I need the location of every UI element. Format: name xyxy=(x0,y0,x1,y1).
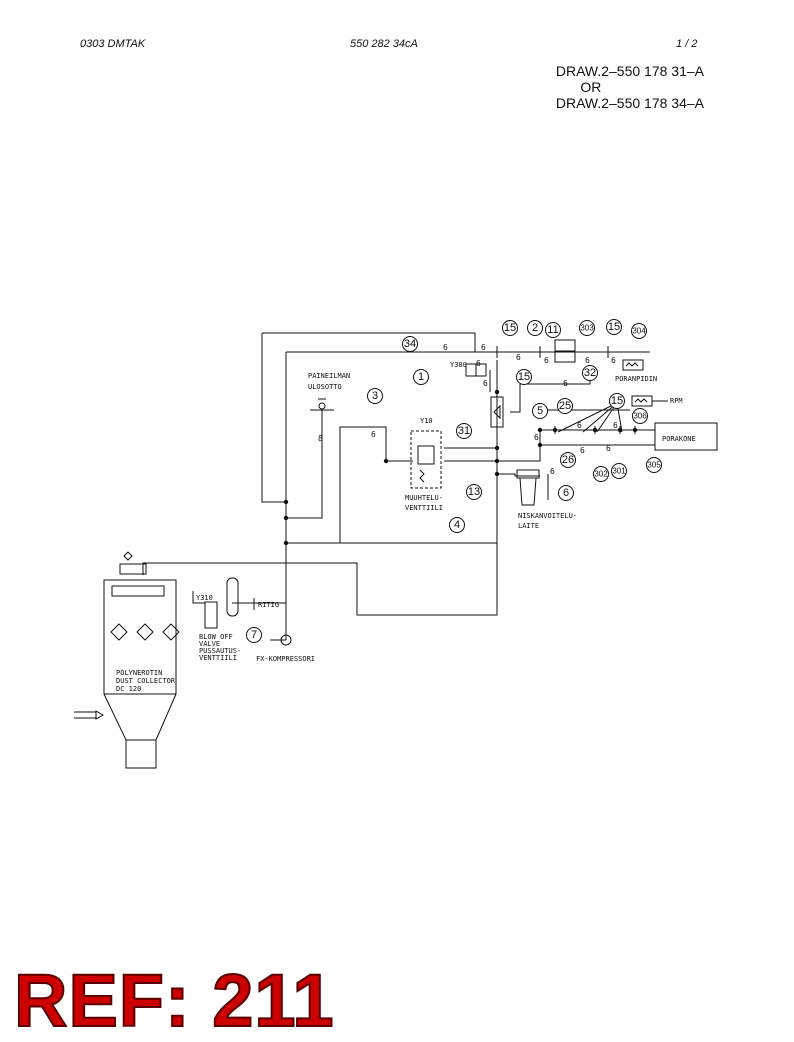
label-y10: Y10 xyxy=(420,417,433,425)
header-page-number: 1 / 2 xyxy=(676,38,698,50)
bubble-4: 4 xyxy=(454,519,460,531)
bubble-304: 304 xyxy=(632,327,646,336)
bubble-3: 3 xyxy=(372,390,378,402)
bubble-25: 25 xyxy=(559,400,571,412)
label-laite: LAITE xyxy=(518,522,539,530)
bubble-6: 6 xyxy=(563,487,569,499)
drawing-references: DRAW.2–550 178 31–A OR DRAW.2–550 178 34… xyxy=(556,63,704,111)
size-label: 6 xyxy=(613,421,618,430)
label-paineilman: PAINEILMAN xyxy=(308,372,350,380)
size-label: 6 xyxy=(483,379,488,388)
size-label: 6 xyxy=(481,343,486,352)
components xyxy=(74,339,718,769)
size-label: 6 xyxy=(544,356,549,365)
bubble-15c: 15 xyxy=(518,371,530,383)
y10-valve-icon xyxy=(410,430,442,489)
poranpidin-icon xyxy=(622,359,644,371)
bubble-13: 13 xyxy=(468,486,480,498)
label-rpm: RPM xyxy=(670,397,683,405)
outlet-icon xyxy=(318,402,326,410)
bubble-301: 301 xyxy=(612,467,626,476)
bubble-303: 303 xyxy=(580,324,594,333)
bubble-1: 1 xyxy=(418,371,424,383)
bubble-11: 11 xyxy=(547,324,558,336)
label-valve: VALVE xyxy=(199,640,220,648)
label-ritig: RITIG xyxy=(258,601,279,609)
dust-collector-icon xyxy=(103,579,177,695)
label-blow-off: BLOW OFF xyxy=(199,633,233,641)
lubricator-icon xyxy=(516,469,540,479)
bubble-305: 305 xyxy=(647,461,661,470)
bubble-15a: 15 xyxy=(504,322,516,334)
header-doc-code: 0303 DMTAK xyxy=(80,38,146,50)
bubble-2: 2 xyxy=(532,322,538,334)
component-labels: PAINEILMAN ULOSOTTO Y380 Y10 MUUHTELU- V… xyxy=(116,361,696,693)
blow-off-valve-icon xyxy=(204,601,218,629)
label-poranpidin: PORANPIDIN xyxy=(615,375,657,383)
bubble-26: 26 xyxy=(562,454,574,466)
size-label: 6 xyxy=(611,356,616,365)
rpm-sensor-icon xyxy=(631,395,653,407)
label-venttiili: VENTTIILI xyxy=(405,504,443,512)
size-label: 6 xyxy=(516,353,521,362)
label-venttiili-2: VENTTIILI xyxy=(199,654,237,662)
label-pussautus: PUSSAUTUS- xyxy=(199,647,241,655)
bubble-5: 5 xyxy=(537,405,543,417)
size-label: 6 xyxy=(534,433,539,442)
junction-dots xyxy=(283,389,638,546)
size-label: 6 xyxy=(476,359,481,368)
size-label: 6 xyxy=(585,356,590,365)
label-y380: Y380 xyxy=(450,361,467,369)
size-label: 6 xyxy=(577,421,582,430)
bubble-31: 31 xyxy=(458,425,470,437)
shuttle-valve-icon xyxy=(490,396,504,428)
bubble-15d: 15 xyxy=(611,395,623,407)
ref-number-label: REF: 211 xyxy=(13,959,335,1042)
label-porakone: PORAKONE xyxy=(662,435,696,443)
label-y310: Y310 xyxy=(196,594,213,602)
bubble-numbers: 34 1 3 15 2 11 303 15 304 15 32 31 13 5 … xyxy=(251,321,661,641)
porakone-box xyxy=(654,422,718,451)
drawing-ref-or: OR xyxy=(580,79,602,95)
bubble-32: 32 xyxy=(584,367,596,379)
callout-bubbles xyxy=(246,319,662,643)
drawing-ref-1: DRAW.2–550 178 31–A xyxy=(555,63,704,79)
size-label: 6 xyxy=(580,446,585,455)
compressor-icon xyxy=(280,634,292,646)
size-label: 6 xyxy=(606,444,611,453)
drawing-ref-2: DRAW.2–550 178 34–A xyxy=(555,95,704,111)
bubble-15b: 15 xyxy=(608,321,620,333)
label-niskanvoitelu: NISKANVOITELU- xyxy=(518,512,577,520)
line-size-labels: 6 6 6 6 6 6 6 6 6 6 6 6 6 6 6 6 8 xyxy=(318,343,618,476)
size-label: 6 xyxy=(371,430,376,439)
label-dc120: DC 120 xyxy=(116,685,141,693)
label-ulosotto: ULOSOTTO xyxy=(308,383,342,391)
label-muuhtelu: MUUHTELU- xyxy=(405,494,443,502)
size-label: 6 xyxy=(550,467,555,476)
bubble-302: 302 xyxy=(594,470,608,479)
label-polynerotin: POLYNEROTIN xyxy=(116,669,162,677)
label-dust-collector: DUST COLLECTOR xyxy=(116,677,176,685)
size-label: 6 xyxy=(443,343,448,352)
bubble-7: 7 xyxy=(251,629,257,641)
size-label: 8 xyxy=(318,434,323,443)
pipe-lines xyxy=(142,332,668,641)
size-label: 6 xyxy=(563,379,568,388)
bubble-306: 306 xyxy=(633,412,647,421)
label-fx-kompressori: FX-KOMPRESSORI xyxy=(256,655,315,663)
bubble-34: 34 xyxy=(404,338,416,350)
tank-icon xyxy=(226,577,239,617)
header-part-number: 550 282 34cA xyxy=(350,38,418,50)
